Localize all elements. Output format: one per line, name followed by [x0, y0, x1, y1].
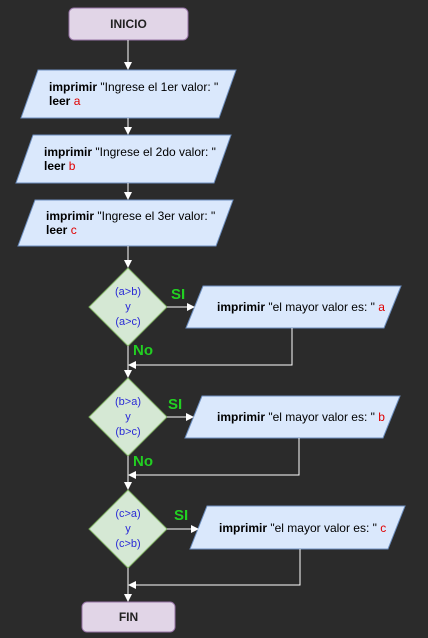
end-label: FIN	[118, 610, 139, 624]
arrow-output-a-return	[128, 328, 293, 369]
decision-1-yes-label: SI	[171, 286, 186, 303]
variable-b: b	[378, 410, 385, 424]
read-keyword: leer	[44, 159, 66, 173]
start-label: INICIO	[110, 17, 147, 31]
prompt-message: "Ingrese el 3er valor: "	[94, 209, 216, 223]
input-a-text: imprimir "Ingrese el 1er valor: " leer a	[49, 80, 218, 108]
print-keyword: imprimir	[219, 521, 268, 535]
prompt-message: "Ingrese el 2do valor: "	[92, 145, 216, 159]
output-message: "el mayor valor es: "	[265, 300, 375, 314]
decision-1-no-label: No	[133, 342, 153, 359]
condition-operator: y	[125, 301, 131, 313]
arrow-output-c-return	[128, 549, 301, 589]
variable-a: a	[378, 300, 385, 314]
variable-c: c	[380, 521, 387, 535]
read-keyword: leer	[49, 94, 71, 108]
input-b-shape	[15, 134, 232, 184]
print-keyword: imprimir	[217, 300, 266, 314]
output-message: "el mayor valor es: "	[267, 521, 377, 535]
output-a-text: imprimir "el mayor valor es: " a	[217, 300, 385, 314]
arrow-output-b-return	[128, 438, 300, 479]
condition-line: (c>b)	[115, 538, 141, 550]
condition-line: (b>a)	[115, 396, 141, 408]
condition-operator: y	[125, 411, 131, 423]
decision-2-yes-label: SI	[168, 396, 183, 413]
decision-1-condition: (a>b) y (a>c)	[98, 285, 158, 330]
decision-3-yes-label: SI	[174, 507, 189, 524]
decision-2-no-label: No	[133, 453, 153, 470]
variable-c: c	[70, 223, 77, 237]
output-b-shape	[184, 395, 401, 439]
condition-operator: y	[125, 523, 131, 535]
input-c-shape	[17, 199, 234, 247]
decision-3-condition: (c>a) y (c>b)	[98, 507, 158, 552]
variable-a: a	[73, 94, 81, 108]
prompt-message: "Ingrese el 1er valor: "	[97, 80, 219, 94]
output-message: "el mayor valor es: "	[265, 410, 375, 424]
condition-line: (a>c)	[115, 316, 141, 328]
output-c-shape	[189, 505, 406, 550]
print-keyword: imprimir	[217, 410, 266, 424]
output-b-text: imprimir "el mayor valor es: " b	[217, 410, 385, 424]
output-a-shape	[185, 285, 402, 329]
input-a-shape	[20, 69, 237, 119]
print-keyword: imprimir	[46, 209, 95, 223]
end-terminal	[81, 601, 176, 633]
read-keyword: leer	[46, 223, 68, 237]
condition-line: (a>b)	[115, 286, 141, 298]
variable-b: b	[68, 159, 76, 173]
condition-line: (b>c)	[115, 426, 141, 438]
condition-line: (c>a)	[115, 508, 141, 520]
input-c-text: imprimir "Ingrese el 3er valor: " leer c	[46, 209, 215, 237]
print-keyword: imprimir	[49, 80, 98, 94]
print-keyword: imprimir	[44, 145, 93, 159]
output-c-text: imprimir "el mayor valor es: " c	[219, 521, 386, 535]
decision-2-condition: (b>a) y (b>c)	[98, 395, 158, 440]
input-b-text: imprimir "Ingrese el 2do valor: " leer b	[44, 145, 216, 173]
